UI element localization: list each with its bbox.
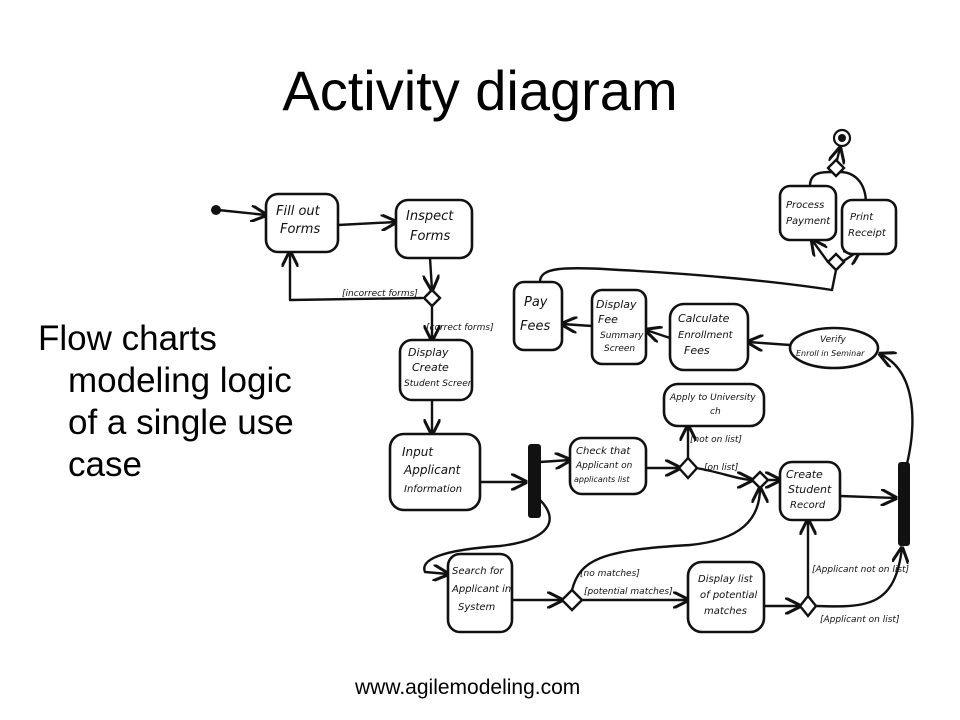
node-label: Input <box>402 445 434 459</box>
node-label: Student <box>788 483 832 496</box>
node-label: Display list <box>698 574 754 585</box>
payment-fork <box>826 252 846 272</box>
node-label: Summary <box>600 331 644 341</box>
node-label: of potential <box>700 590 758 601</box>
record-merge <box>750 470 770 490</box>
node-inspect-forms: Inspect Forms <box>394 198 474 260</box>
final-node-core <box>838 134 846 142</box>
node-label: Create <box>412 361 449 374</box>
node-label: Print <box>850 212 874 223</box>
node-check-applicant-list: Check that Applicant on applicants list <box>568 436 648 496</box>
bullet-line: of a single use <box>68 403 294 442</box>
node-label: Applicant on <box>575 461 633 471</box>
node-label: Calculate <box>678 312 730 325</box>
source-url: www.agilemodeling.com <box>355 676 581 699</box>
bullet-line: Flow charts <box>38 319 217 358</box>
node-label: applicants list <box>574 475 630 484</box>
node-label: matches <box>704 606 747 617</box>
list-decision <box>677 456 699 480</box>
node-input-applicant-information: Input Applicant Information <box>388 432 482 512</box>
node-label: Forms <box>410 229 450 244</box>
node-apply-to-university: Apply to University ch <box>662 382 766 428</box>
node-label: Check that <box>576 446 631 457</box>
node-label: Record <box>790 500 826 511</box>
guard-label: [on list] <box>704 463 739 473</box>
node-print-receipt: Print Receipt <box>840 198 898 256</box>
node-label: Enrollment <box>678 330 734 341</box>
node-display-list-potential-matches: Display list of potential matches <box>686 560 766 634</box>
guard-label: [potential matches] <box>584 587 673 597</box>
fork-bar <box>528 444 541 518</box>
node-label: Forms <box>280 222 320 237</box>
node-label: Display <box>408 346 449 359</box>
node-label: Fees <box>520 319 550 334</box>
forms-decision <box>422 288 442 308</box>
node-label: Display <box>596 298 637 311</box>
node-label: System <box>458 602 496 613</box>
node-label: Verify <box>820 335 847 345</box>
node-label: Applicant in <box>451 584 511 595</box>
node-display-create-student-screen: Display Create Student Screen <box>398 338 474 402</box>
guard-label: [correct forms] <box>426 323 494 333</box>
node-label: Fee <box>598 313 618 326</box>
matches-decision <box>560 588 584 612</box>
node-search-for-applicant: Search for Applicant in System <box>446 552 514 634</box>
guard-label: [Applicant on list] <box>820 615 900 625</box>
node-label: Payment <box>786 216 831 227</box>
node-label: Create <box>786 468 823 481</box>
guard-label: [incorrect forms] <box>342 289 418 299</box>
bullet-line: modeling logic <box>68 361 292 400</box>
node-fill-out-forms: Fill out Forms <box>264 192 340 254</box>
bullet-text: Flow charts modeling logic of a single u… <box>38 318 368 486</box>
node-label: Search for <box>452 566 504 577</box>
node-process-payment: Process Payment <box>778 184 838 242</box>
node-pay-fees: Pay Fees <box>512 280 564 352</box>
node-create-student-record: Create Student Record <box>778 460 842 522</box>
node-label: Screen <box>604 344 635 354</box>
join-bar <box>898 462 910 546</box>
node-label: ch <box>710 407 721 417</box>
bullet-line: case <box>68 445 142 484</box>
flow-lines <box>216 148 914 606</box>
node-label: Pay <box>524 295 548 310</box>
node-label: Fill out <box>276 204 321 219</box>
node-label: Information <box>404 484 462 495</box>
node-label: Receipt <box>848 228 887 239</box>
node-label: Applicant <box>403 463 462 477</box>
node-verify-enrollment: Verify Enroll in Seminar <box>788 326 880 370</box>
node-calculate-enrollment-fees: Calculate Enrollment Fees <box>668 302 750 372</box>
payment-join <box>826 158 846 178</box>
final-node <box>832 128 852 148</box>
slide-title: Activity diagram <box>282 59 678 122</box>
node-display-fee-summary-screen: Display Fee Summary Screen <box>590 288 648 366</box>
node-label: Enroll in Seminar <box>796 349 865 358</box>
applicant-decision <box>798 594 818 618</box>
guard-label: [no matches] <box>580 569 640 579</box>
node-label: Inspect <box>406 209 454 224</box>
node-label: Student Screen <box>404 379 474 389</box>
node-label: Process <box>786 200 824 211</box>
node-label: Apply to University <box>669 393 756 403</box>
node-label: Fees <box>684 344 710 357</box>
initial-node <box>211 205 221 215</box>
guard-label: [Applicant not on list] <box>812 565 910 575</box>
guard-label: [not on list] <box>690 435 742 445</box>
